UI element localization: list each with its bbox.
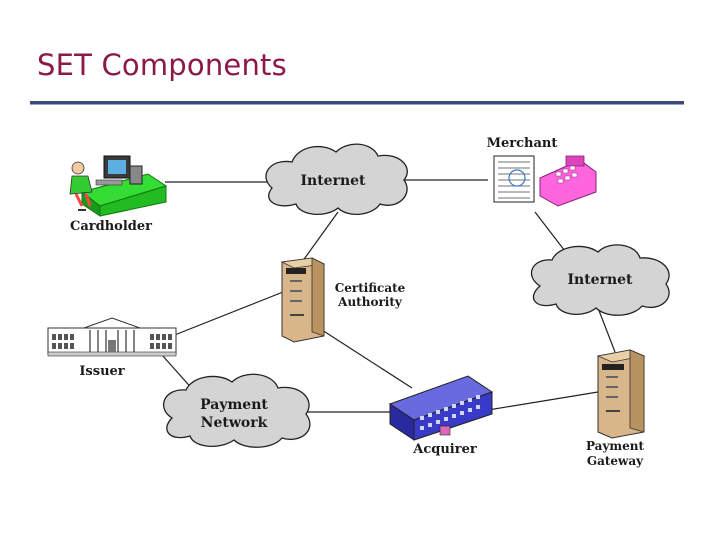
slide-title: SET Components	[37, 48, 287, 82]
payment-network-label-line1: Payment	[200, 397, 268, 413]
link-internet-ca	[301, 211, 339, 263]
link-merchant-internet	[534, 211, 569, 256]
payment-network-cloud: Payment Network	[162, 373, 311, 448]
link-ca-acquirer	[321, 329, 413, 389]
internet-top-label: Internet	[300, 173, 366, 189]
acquirer-label: Acquirer	[412, 442, 477, 457]
payment-network-label-line2: Network	[201, 415, 268, 431]
internet-cloud-right: Internet	[530, 244, 670, 316]
certificate-authority-label-line2: Authority	[337, 295, 403, 309]
cardholder-label: Cardholder	[70, 219, 152, 234]
payment-gateway-label-line1: Payment	[586, 439, 645, 453]
payment-gateway-server-icon: Payment Gateway	[586, 349, 646, 468]
title-divider-shadow	[30, 104, 684, 105]
internet-cloud-top: Internet	[265, 143, 408, 215]
payment-gateway-label-line2: Gateway	[587, 454, 644, 468]
acquirer-building-icon: Acquirer	[388, 375, 494, 457]
link-issuer-ca	[161, 291, 284, 341]
certificate-authority-label-line1: Certificate	[335, 281, 406, 295]
internet-right-label: Internet	[567, 272, 633, 288]
link-acquirer-gateway	[487, 391, 599, 411]
merchant-label: Merchant	[487, 136, 558, 151]
issuer-bank-building-icon: Issuer	[47, 317, 177, 379]
merchant-icon: Merchant	[487, 136, 597, 207]
connection-lines	[161, 179, 616, 413]
issuer-label: Issuer	[79, 364, 124, 379]
cardholder-workstation-icon: Cardholder	[69, 155, 168, 234]
link-internet-gateway	[597, 307, 616, 353]
title-divider	[30, 101, 684, 104]
certificate-authority-server-icon: Certificate Authority	[280, 257, 406, 343]
